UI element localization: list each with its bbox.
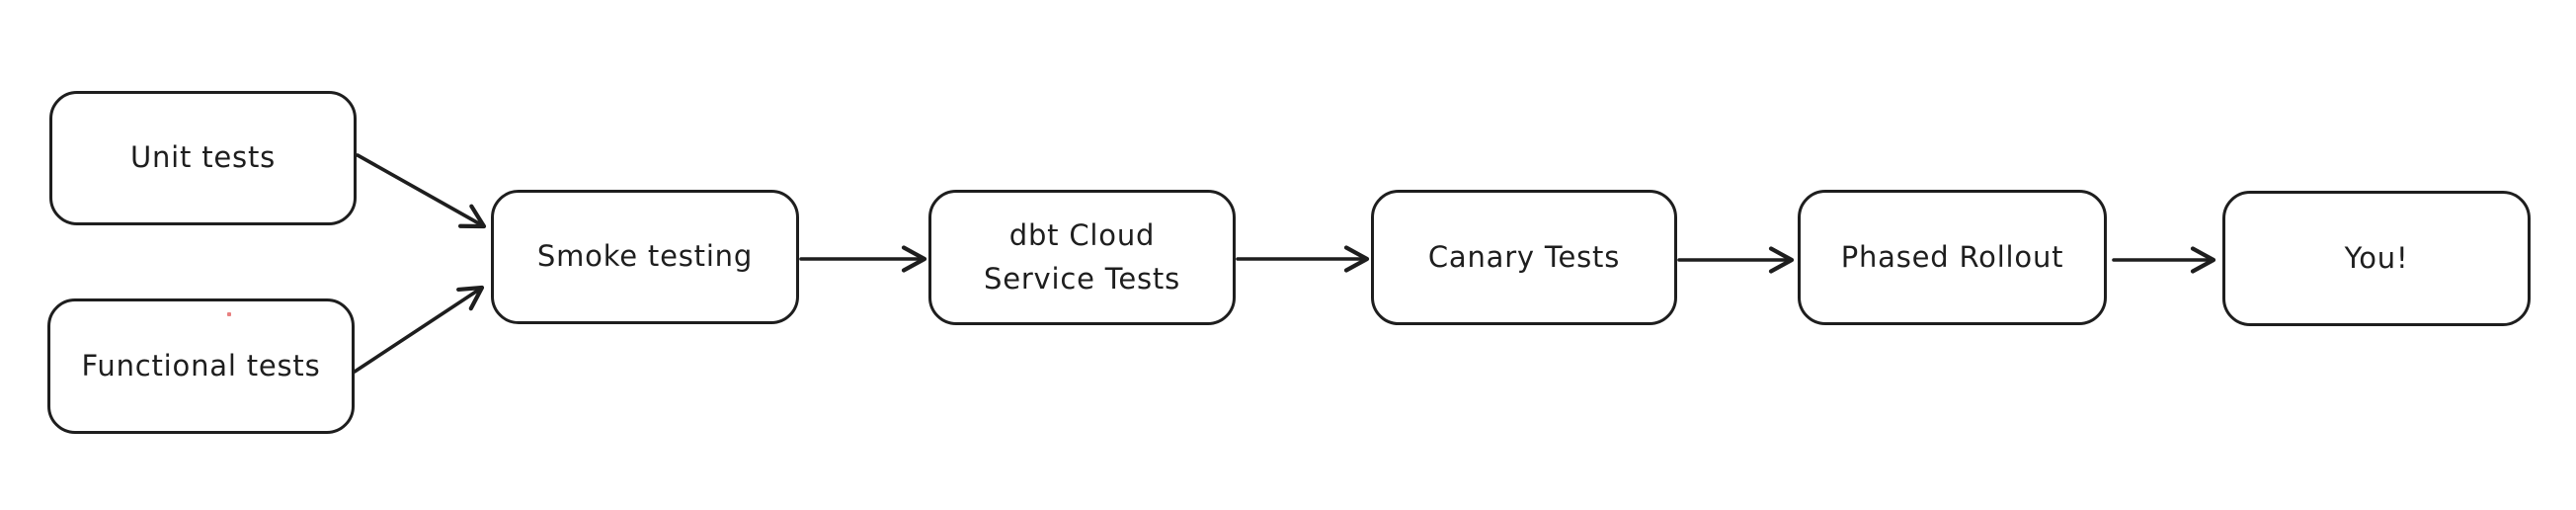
node-you[interactable]: You! [2222, 191, 2531, 326]
node-label: Canary Tests [1427, 239, 1621, 274]
node-phased-rollout[interactable]: Phased Rollout [1798, 190, 2107, 325]
node-label: Smoke testing [536, 239, 754, 274]
node-unit-tests[interactable]: Unit tests [49, 91, 357, 225]
node-label-line-1: dbt Cloud [1008, 218, 1156, 252]
node-label: Phased Rollout [1840, 239, 2064, 274]
node-label: Functional tests [81, 348, 321, 382]
node-functional-tests[interactable]: Functional tests [47, 298, 355, 434]
node-dbt-cloud-service-tests[interactable]: dbt Cloud Service Tests [928, 190, 1236, 325]
edge-functional-tests-to-smoke-testing[interactable] [353, 285, 485, 374]
stray-red-dot [227, 312, 231, 316]
node-canary-tests[interactable]: Canary Tests [1371, 190, 1677, 325]
node-label: You! [2344, 240, 2409, 275]
node-label-line-2: Service Tests [983, 261, 1180, 296]
node-smoke-testing[interactable]: Smoke testing [491, 190, 799, 324]
node-label: Unit tests [129, 140, 277, 175]
edge-unit-tests-to-smoke-testing[interactable] [356, 153, 487, 229]
node-label: dbt Cloud Service Tests [984, 214, 1180, 300]
